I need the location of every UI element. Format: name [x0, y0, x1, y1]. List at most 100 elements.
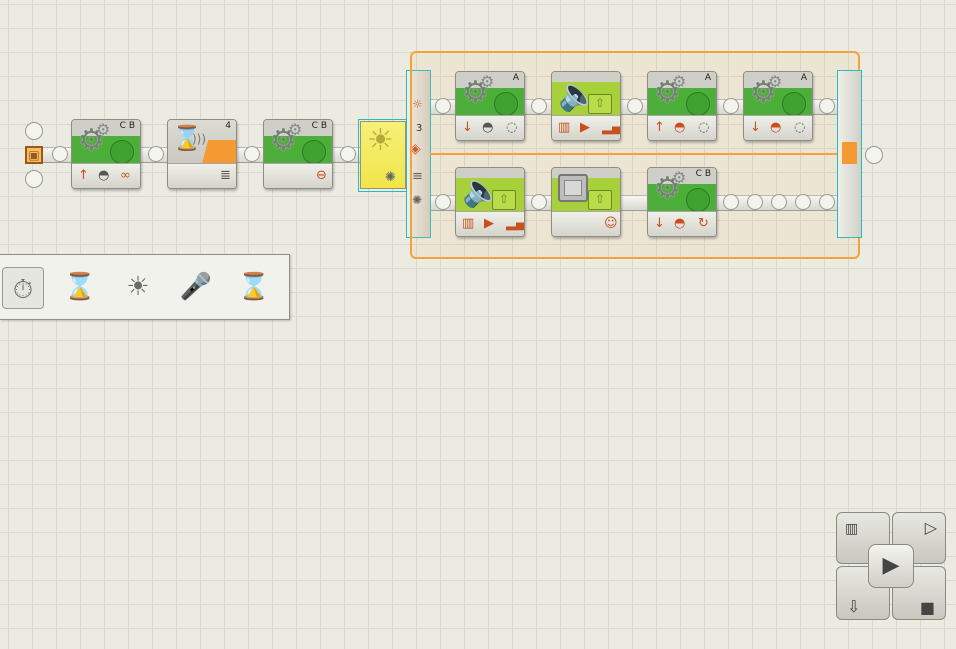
block-config-bar: ↓ ◓ ↻ [648, 211, 716, 236]
beam-connector [435, 194, 451, 210]
wait-sound-icon: ⌛ [172, 124, 202, 152]
motor-block-a-3[interactable]: ⚙ ⚙ A ↓ ◓ ◌ [743, 71, 813, 141]
gear-small-icon: ⚙ [768, 72, 783, 91]
infinity-icon: ∞ [120, 168, 131, 183]
block-config-bar: ≣ [168, 163, 236, 188]
start-point[interactable]: ▣ [24, 120, 44, 190]
switch-end-column[interactable] [837, 70, 862, 238]
wait-touch-icon[interactable]: ⌛ [63, 272, 97, 302]
block-config-bar: ↑ ◓ ∞ [72, 163, 140, 188]
gear-small-icon: ⚙ [480, 72, 495, 91]
motor-block-cb-2[interactable]: ⚙ ⚙ C B ⊖ [263, 119, 333, 189]
motor-block-a-1[interactable]: ⚙ ⚙ A ↓ ◓ ◌ [455, 71, 525, 141]
sound-block-1[interactable]: 🔈 ⇧ ▥ ▶ ▂▄▆ [551, 71, 621, 141]
block-config-bar: ↓ ◓ ◌ [456, 115, 524, 140]
gear-icon: ⚙ [654, 171, 681, 206]
motor-block-cb-3[interactable]: ⚙ ⚙ C B ↓ ◓ ↻ [647, 167, 717, 237]
port-label: 4 [225, 121, 231, 131]
beam-connector [723, 194, 739, 210]
start-point-icon: ▣ [25, 146, 43, 164]
block-config-bar: ↓ ◓ ◌ [744, 115, 812, 140]
motor-indicator [782, 92, 806, 116]
port-label: 3 [416, 123, 423, 134]
upload-icon: ⇧ [492, 190, 516, 210]
beam-connector [52, 146, 68, 162]
port-label: C B [119, 121, 135, 131]
smiley-icon: ☺ [604, 216, 618, 231]
sound-block-2[interactable]: 🔈 ⇧ ▥ ▶ ▂▄▆ [455, 167, 525, 237]
block-config-bar: ▥ ▶ ▂▄▆ [552, 115, 620, 140]
port-label: A [800, 73, 807, 83]
block-config-bar: ☺ [552, 211, 620, 236]
gear-small-icon: ⚙ [672, 168, 687, 187]
sensor-icon: ◈ [410, 141, 421, 157]
waveform-icon: ▥ [558, 120, 571, 135]
motor-indicator [686, 92, 710, 116]
display-block[interactable]: ⇧ ☺ [551, 167, 621, 237]
waveform-icon: ▥ [462, 216, 475, 231]
beam-connector [819, 98, 835, 114]
gear-icon: ⚙ [750, 75, 777, 110]
beam-connector [771, 194, 787, 210]
beam-connector [531, 194, 547, 210]
gear-small-icon: ⚙ [288, 120, 303, 139]
gear-icon: ⚙ [462, 75, 489, 110]
list-icon: ≡ [412, 169, 423, 184]
beam-connector [435, 98, 451, 114]
gear-small-icon: ⚙ [96, 120, 111, 139]
motor-indicator [686, 188, 710, 212]
rotation-icon: ◌ [698, 120, 710, 135]
sun-small-icon: ☼ [412, 97, 423, 111]
start-connector-top [25, 122, 43, 140]
gear-icon: ⚙ [654, 75, 681, 110]
wait-ultrasonic-icon[interactable]: ⌛ [237, 272, 271, 302]
switch-divider [430, 153, 838, 155]
motor-block-cb-1[interactable]: ⚙ ⚙ C B ↑ ◓ ∞ [71, 119, 141, 189]
beam-connector [340, 146, 356, 162]
down-arrow-icon: ↓ [750, 120, 761, 135]
burst-icon: ✺ [385, 170, 396, 185]
wait-light-icon[interactable]: ☀ [126, 272, 150, 302]
down-arrow-icon: ↓ [462, 120, 473, 135]
gear-icon: ⚙ [78, 123, 105, 158]
motor-indicator [302, 140, 326, 164]
start-connector-bottom [25, 170, 43, 188]
switch-light-block[interactable]: ☀ ✺ [360, 121, 406, 189]
up-arrow-icon: ↑ [654, 120, 665, 135]
rotation-icon: ◌ [794, 120, 806, 135]
wait-sound-icon[interactable]: 🎤 [179, 272, 213, 302]
sound-wave-icon: ))) [192, 132, 207, 146]
block-config-bar: ⊖ [264, 163, 332, 188]
gear-icon: ⚙ [270, 123, 297, 158]
motor-block-a-2[interactable]: ⚙ ⚙ A ↑ ◓ ◌ [647, 71, 717, 141]
speed-gauge-icon: ◓ [770, 120, 782, 135]
motor-indicator [494, 92, 518, 116]
port-label: C B [695, 169, 711, 179]
beam-connector [795, 194, 811, 210]
wait-time-icon[interactable]: ⏱ [2, 267, 44, 309]
run-icon[interactable]: ▶ [868, 544, 914, 588]
up-arrow-icon: ↑ [78, 168, 89, 183]
beam-connector [723, 98, 739, 114]
burst-small-icon: ✺ [412, 193, 423, 207]
rotation-icon: ↻ [698, 216, 709, 231]
speed-gauge-icon: ◓ [674, 120, 686, 135]
beam-connector [627, 98, 643, 114]
play-icon: ▶ [484, 216, 494, 231]
port-label: A [512, 73, 519, 83]
speed-gauge-icon: ◓ [98, 168, 110, 183]
wait-sound-block[interactable]: ⌛ ))) 4 ≣ [167, 119, 237, 189]
speed-gauge-icon: ◓ [674, 216, 686, 231]
upload-icon: ⇧ [588, 94, 612, 114]
volume-icon: ▂▄▆ [506, 216, 525, 231]
upload-icon: ⇧ [588, 190, 612, 210]
beam-connector [148, 146, 164, 162]
gear-small-icon: ⚙ [672, 72, 687, 91]
run-selected-icon[interactable]: ▷ [892, 512, 946, 564]
volume-icon: ▂▄▆ [602, 120, 621, 135]
port-label: C B [311, 121, 327, 131]
play-icon: ▶ [580, 120, 590, 135]
display-screen-icon [558, 174, 588, 202]
block-config-bar: ↑ ◓ ◌ [648, 115, 716, 140]
switch-merge-marker [842, 142, 857, 164]
